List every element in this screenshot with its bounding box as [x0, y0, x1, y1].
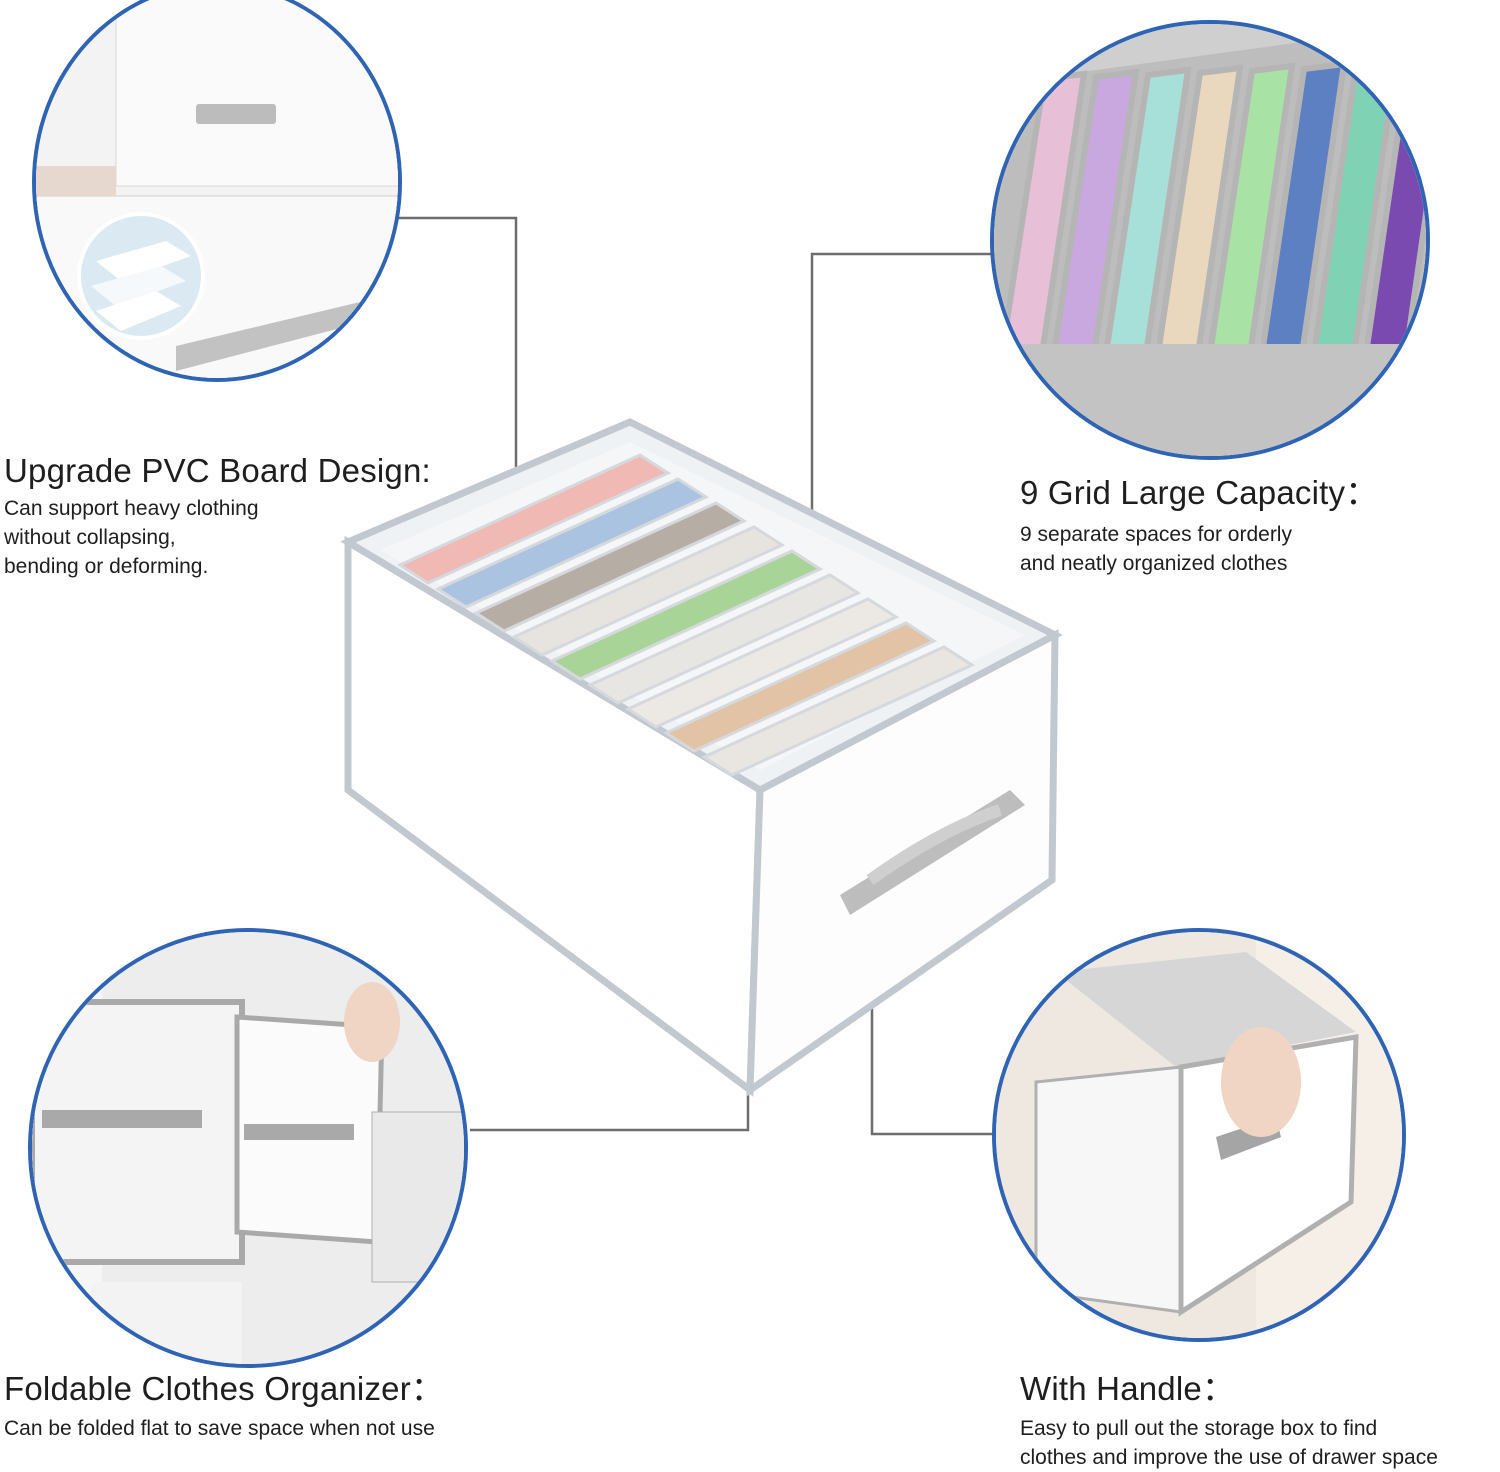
feature-foldable-title: Foldable Clothes Organizer： — [4, 1370, 445, 1407]
folded-cloth — [586, 573, 862, 705]
feature-grid-desc-line: and neatly organized clothes — [1020, 552, 1288, 575]
fold-strap-right — [244, 1124, 354, 1140]
folded-cloth — [396, 453, 672, 585]
folded-cloth — [548, 549, 824, 681]
folded-cloth — [434, 477, 710, 609]
pvc-detail-illustration — [36, 0, 398, 378]
folded-cloth — [700, 645, 976, 777]
circle-pvc-detail — [32, 0, 402, 382]
fold-detail-illustration — [32, 932, 464, 1364]
circle-grid-detail — [990, 20, 1430, 460]
folded-cloth — [510, 525, 786, 657]
circle-handle-detail — [992, 928, 1406, 1342]
hand — [344, 982, 400, 1062]
feature-foldable: Foldable Clothes Organizer： Can be folde… — [4, 1362, 444, 1443]
circle-fold-detail — [28, 928, 468, 1368]
feature-grid-title: 9 Grid Large Capacity： — [1020, 474, 1379, 511]
feature-handle-title: With Handle： — [1020, 1370, 1236, 1407]
storage-box-main — [340, 418, 1063, 1097]
feature-handle-desc-line: Easy to pull out the storage box to find — [1020, 1417, 1378, 1440]
feature-pvc-desc-line: bending or deforming. — [4, 555, 209, 578]
feature-grid: 9 Grid Large Capacity： 9 separate spaces… — [1020, 466, 1378, 578]
feature-foldable-desc-line: Can be folded flat to save space when no… — [4, 1417, 435, 1440]
folded-cloth — [662, 621, 938, 753]
handle-detail-illustration — [996, 932, 1402, 1338]
folded-cloth — [472, 501, 748, 633]
feature-pvc-desc-line: Can support heavy clothing — [4, 497, 259, 520]
feature-pvc: Upgrade PVC Board Design: Can support he… — [4, 452, 431, 581]
folded-cloth — [624, 597, 900, 729]
strap-top — [196, 104, 276, 124]
fold-strap-left — [42, 1110, 202, 1128]
strap-bottom — [176, 292, 398, 371]
feature-handle: With Handle： Easy to pull out the storag… — [1020, 1362, 1438, 1472]
feature-pvc-desc-line: without collapsing, — [4, 526, 176, 549]
hand-pulling — [1221, 1027, 1301, 1137]
feature-pvc-title: Upgrade PVC Board Design: — [4, 452, 431, 489]
grid-detail-illustration — [994, 24, 1426, 456]
feature-grid-desc-line: 9 separate spaces for orderly — [1020, 523, 1292, 546]
feature-handle-desc-line: clothes and improve the use of drawer sp… — [1020, 1446, 1438, 1469]
